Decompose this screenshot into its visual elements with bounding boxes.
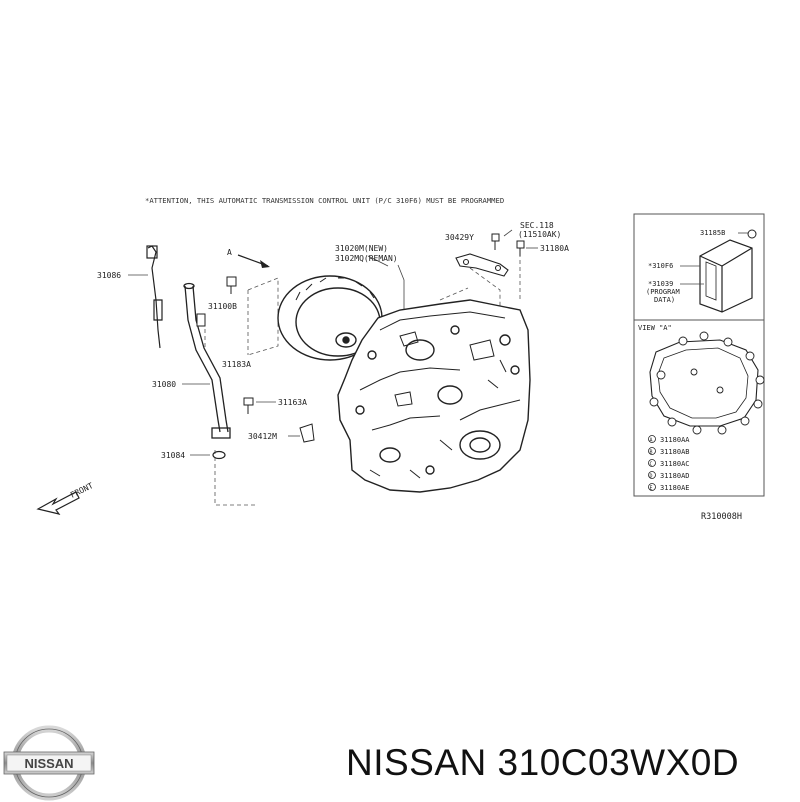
leader-31020m bbox=[367, 255, 389, 267]
legend-symbol: A bbox=[650, 438, 653, 444]
legend-item: A 31180AA bbox=[648, 435, 690, 444]
label-31185b: 31185B bbox=[700, 229, 725, 237]
oring-31084 bbox=[212, 450, 226, 460]
view-a-arrow-label: A bbox=[227, 248, 232, 257]
legend-item: C 31180AC bbox=[648, 459, 690, 468]
legend-symbol: C bbox=[650, 462, 653, 468]
legend-code: 31180AC bbox=[660, 460, 690, 468]
leader-sec118 bbox=[503, 229, 513, 237]
label-31086: 31086 bbox=[97, 271, 121, 280]
transmission-body bbox=[337, 299, 531, 493]
dipstick-31086 bbox=[146, 245, 163, 349]
front-label: FRONT bbox=[69, 481, 95, 500]
attention-note: *ATTENTION, THIS AUTOMATIC TRANSMISSION … bbox=[145, 196, 504, 205]
legend-item: D 31180AD bbox=[648, 471, 690, 480]
view-a-housing bbox=[649, 339, 759, 427]
label-31084: 31084 bbox=[161, 451, 185, 460]
tcu-screw bbox=[747, 229, 757, 239]
nissan-logo: NISSAN bbox=[3, 725, 95, 801]
leader-3102mq bbox=[397, 264, 405, 320]
charging-pipe-31080 bbox=[183, 282, 231, 439]
reference-code: R310008H bbox=[701, 512, 742, 522]
clip-30412m bbox=[299, 423, 315, 443]
view-a-legend: A 31180AA B 31180AB C 31180AC D 31180AD … bbox=[648, 435, 690, 492]
label-sec118: SEC.118 bbox=[520, 221, 554, 230]
legend-code: 31180AE bbox=[660, 484, 690, 492]
label-31020m: 31020M(NEW) bbox=[335, 244, 388, 253]
legend-code: 31180AA bbox=[660, 436, 690, 444]
front-arrow: FRONT bbox=[36, 481, 95, 515]
label-31163a: 31163A bbox=[278, 398, 307, 407]
label-3102mq: 3102MQ(REMAN) bbox=[335, 254, 398, 263]
label-program: (PROGRAM bbox=[646, 288, 680, 296]
label-31080: 31080 bbox=[152, 380, 176, 389]
logo-brand-text: NISSAN bbox=[24, 756, 73, 771]
tcu-module bbox=[699, 239, 753, 313]
screw-30429y bbox=[491, 233, 500, 250]
legend-symbol: D bbox=[650, 474, 653, 480]
label-31039: *31039 bbox=[648, 280, 673, 288]
view-a-arrow: A bbox=[227, 248, 270, 268]
label-data: DATA) bbox=[654, 296, 675, 304]
label-30412m: 30412M bbox=[248, 432, 277, 441]
bolt-31180a bbox=[516, 240, 525, 256]
bolt-31163a bbox=[243, 397, 254, 414]
bracket-30429y bbox=[455, 253, 509, 277]
view-a-title: VIEW "A" bbox=[638, 324, 672, 332]
legend-item: B 31180AB bbox=[648, 447, 690, 456]
legend-symbol: B bbox=[650, 450, 653, 456]
view-a-panel: VIEW "A" A 31180AA bbox=[633, 319, 765, 497]
legend-item: E 31180AE bbox=[648, 483, 690, 492]
label-31180a: 31180A bbox=[540, 244, 569, 253]
label-31100b: 31100B bbox=[208, 302, 237, 311]
tcu-panel: 31185B *310F6 *31039 (PROGRAM DATA) bbox=[633, 213, 765, 321]
view-a-bolts bbox=[649, 331, 765, 435]
part-number-title: NISSAN 310C03WX0D bbox=[346, 742, 740, 783]
legend-code: 31180AB bbox=[660, 448, 690, 456]
bolt-31100b bbox=[226, 276, 237, 294]
label-sec118-sub: (11510AK) bbox=[518, 230, 561, 239]
legend-code: 31180AD bbox=[660, 472, 690, 480]
bracket-31183a bbox=[196, 313, 206, 327]
legend-symbol: E bbox=[650, 486, 653, 492]
label-30429y: 30429Y bbox=[445, 233, 474, 242]
label-310f6: *310F6 bbox=[648, 262, 673, 270]
label-31183a: 31183A bbox=[222, 360, 251, 369]
